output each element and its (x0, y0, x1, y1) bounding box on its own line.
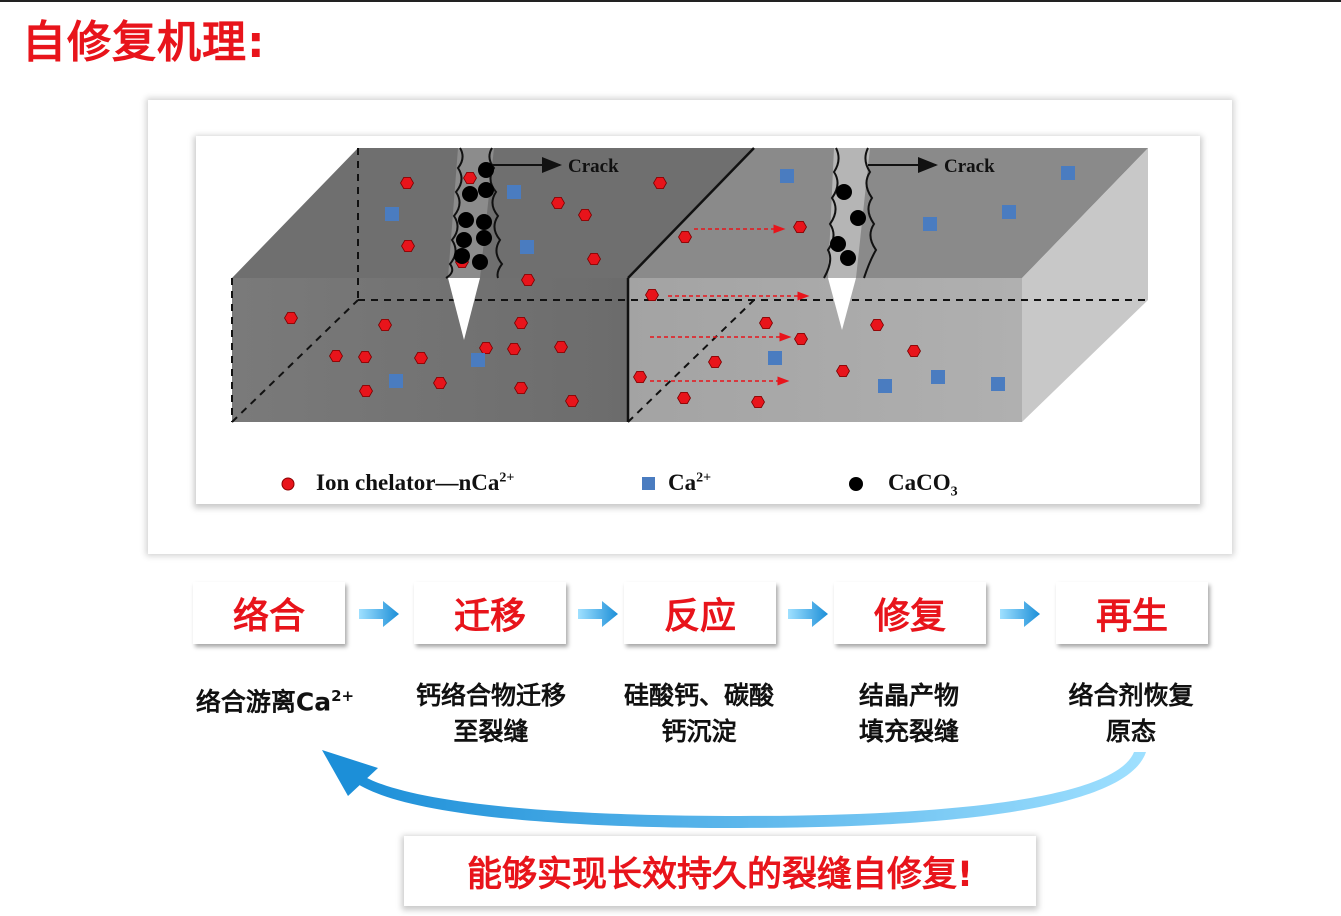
chelator-particle (463, 171, 477, 185)
step-desc-reaction: 硅酸钙、碳酸钙沉淀 (623, 681, 774, 746)
legend-caco3-icon (849, 477, 863, 491)
chelator-particle (751, 395, 765, 409)
caco3-particle (462, 186, 478, 202)
step-desc-migration: 钙络合物迁移至裂缝 (415, 681, 566, 746)
page-title: 自修复机理: (22, 17, 266, 68)
chelator-particle (836, 364, 850, 378)
caco3-particle (476, 230, 492, 246)
calcium-ion-particle (923, 217, 937, 231)
caco3-particle (478, 182, 494, 198)
chelator-particle (521, 273, 535, 287)
caco3-particle (458, 212, 474, 228)
legend-ca-icon (642, 477, 655, 490)
chelator-particle (414, 351, 428, 365)
step-box-reaction: 反应 (624, 582, 776, 644)
self-healing-diagram: Crack Crack (231, 147, 1148, 491)
step-desc-repair: 结晶产物填充裂缝 (858, 681, 959, 746)
calcium-ion-particle (507, 185, 521, 199)
arrow-right-icon (359, 601, 399, 627)
arrow-right-icon (788, 601, 828, 627)
beam-top-face-right (628, 148, 1148, 278)
crack-left-notch (448, 278, 480, 340)
legend-ca: Ca2+ (668, 470, 712, 495)
caco3-particle (836, 184, 852, 200)
calcium-ion-particle (768, 351, 782, 365)
chelator-particle (479, 341, 493, 355)
legend-chelator: Ion chelator—nCa2+ (316, 470, 515, 495)
arrow-right-icon (1000, 601, 1040, 627)
calcium-ion-particle (1061, 166, 1075, 180)
caco3-particle (456, 232, 472, 248)
caco3-particle (472, 254, 488, 270)
calcium-ion-particle (1002, 205, 1016, 219)
step-box-regeneration: 再生 (1056, 582, 1208, 644)
legend-chelator-icon (281, 477, 295, 491)
beam-side-face (1022, 148, 1148, 422)
calcium-ion-particle (931, 370, 945, 384)
caco3-particle (454, 248, 470, 264)
chelator-particle (645, 288, 659, 302)
arrow-right-icon (578, 601, 618, 627)
chelator-particle (554, 340, 568, 354)
step-desc-complexation: 络合游离Ca2+ (195, 687, 355, 717)
chelator-particle (565, 394, 579, 408)
step-box-complexation: 络合 (193, 582, 345, 644)
chelator-particle (401, 239, 415, 253)
beam-front-right (628, 278, 1022, 422)
chelator-particle (653, 176, 667, 190)
cycle-arrow-icon (322, 750, 1146, 828)
chelator-particle (284, 311, 298, 325)
top-rule (0, 0, 1341, 2)
chelator-particle (358, 350, 372, 364)
caco3-particle (840, 250, 856, 266)
calcium-ion-particle (878, 379, 892, 393)
caco3-particle (830, 236, 846, 252)
migration-arrows (650, 224, 810, 386)
chelator-particle (378, 318, 392, 332)
step-desc-regeneration: 络合剂恢复原态 (1068, 681, 1194, 746)
caco3-particle (478, 162, 494, 178)
calcium-ion-particle (389, 374, 403, 388)
step-box-repair: 修复 (834, 582, 986, 644)
chelator-particle (507, 342, 521, 356)
calcium-ion-particle (991, 377, 1005, 391)
crack-label-left: Crack (568, 156, 619, 177)
chelator-particle (708, 355, 722, 369)
chelator-particle (433, 376, 447, 390)
calcium-ion-particle (385, 207, 399, 221)
chelator-particle (359, 384, 373, 398)
caco3-particle (476, 214, 492, 230)
chelator-particle (578, 208, 592, 222)
crack-label-right: Crack (944, 156, 995, 177)
legend-caco3: CaCO3 (888, 470, 958, 500)
chelator-particle (907, 344, 921, 358)
step-box-migration: 迁移 (414, 582, 566, 644)
chelator-particle (551, 196, 565, 210)
chelator-particle (587, 252, 601, 266)
calcium-ion-particle (520, 240, 534, 254)
caco3-particle (850, 210, 866, 226)
chelator-particle (514, 316, 528, 330)
conclusion-banner: 能够实现长效持久的裂缝自修复! (404, 836, 1036, 906)
chelator-particle (633, 370, 647, 384)
chelator-particle (793, 220, 807, 234)
calcium-ion-particle (471, 353, 485, 367)
chelator-particle (400, 176, 414, 190)
chelator-particle (514, 381, 528, 395)
chelator-particle (678, 230, 692, 244)
chelator-particle (870, 318, 884, 332)
chelator-particle (677, 391, 691, 405)
calcium-ion-particle (780, 169, 794, 183)
crack-right-notch (828, 278, 856, 330)
chelator-particle (794, 332, 808, 346)
chelator-particle (759, 316, 773, 330)
chelator-particle (329, 349, 343, 363)
